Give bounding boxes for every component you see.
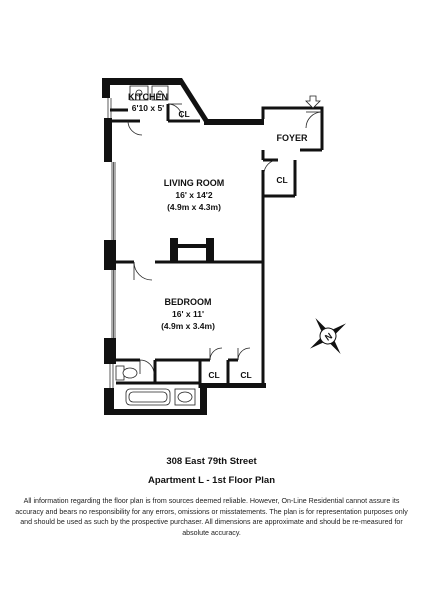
fireplace (170, 238, 214, 262)
foyer-label: FOYER (276, 133, 308, 143)
closet-label-bedroom-2: CL (240, 370, 251, 380)
kitchen-fixtures (129, 85, 169, 101)
living-room-size-m: (4.9m x 4.3m) (167, 202, 221, 212)
property-address: 308 East 79th Street (166, 456, 257, 467)
floor-plan: KITCHEN 6'10 x 5' CL FOYER CL LIVING ROO… (102, 78, 347, 415)
disclaimer-text: All information regarding the floor plan… (15, 497, 408, 537)
closet-label-kitchen: CL (178, 109, 189, 119)
closet-label-foyer: CL (276, 175, 287, 185)
living-room-size-ft: 16' x 14'2 (175, 190, 212, 200)
closet-label-bedroom-1: CL (208, 370, 219, 380)
living-room-label: LIVING ROOM (164, 178, 225, 188)
exterior-walls (102, 78, 266, 415)
bedroom-size-m: (4.9m x 3.4m) (161, 321, 215, 331)
bedroom-size-ft: 16' x 11' (172, 309, 204, 319)
compass-icon (309, 317, 347, 355)
bedroom-label: BEDROOM (165, 297, 212, 307)
kitchen-label: KITCHEN (128, 92, 168, 102)
apartment-title: Apartment L - 1st Floor Plan (147, 475, 276, 486)
compass-north-label: N (323, 331, 334, 343)
door-swings (127, 95, 323, 375)
windows (107, 98, 116, 388)
interior-walls (110, 104, 324, 388)
kitchen-size: 6'10 x 5' (132, 103, 164, 113)
bath-fixtures (115, 365, 196, 406)
